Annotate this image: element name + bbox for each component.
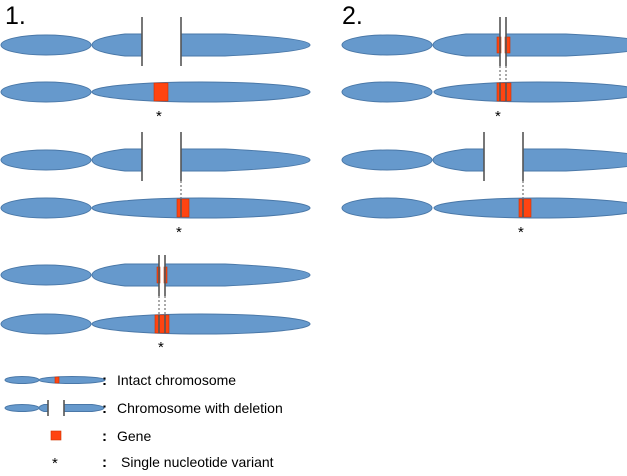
chromosome-long-arm <box>91 197 311 219</box>
legend-colon: : <box>102 400 107 417</box>
panel-2-label: 2. <box>342 2 363 30</box>
panel-2-scenario-b: * <box>341 132 627 241</box>
icon-gene <box>54 376 60 384</box>
panel-1-scenario-a: * <box>0 17 311 125</box>
chromosome-long-arm <box>433 81 627 103</box>
chromosome-with-deletion <box>0 255 311 316</box>
chromosome-fragment-right <box>164 263 311 287</box>
snv-marker: * <box>518 224 524 241</box>
chromosome-with-deletion <box>0 17 311 66</box>
chromosome-with-deletion <box>0 132 311 200</box>
chromosome-fragment-left <box>432 148 485 172</box>
intact-chromosome <box>0 313 311 335</box>
chromosome-short-arm <box>341 34 433 56</box>
intact-chromosome <box>0 197 311 219</box>
chromosome-fragment-right <box>505 33 627 57</box>
chromosome-with-deletion-icon <box>4 400 105 416</box>
legend-text-intact: Intact chromosome <box>117 372 236 388</box>
gene-block <box>154 314 170 334</box>
gene-block <box>518 198 532 218</box>
panel-1-scenario-b: * <box>0 132 311 241</box>
chromosome-short-arm <box>0 197 92 219</box>
chromosome-short-arm <box>341 149 433 171</box>
legend-colon: : <box>102 454 107 471</box>
gene-icon <box>50 430 62 441</box>
intact-chromosome <box>0 81 311 103</box>
gene-fragment <box>496 36 502 54</box>
panel-2-scenario-a: * <box>341 17 627 125</box>
chromosome-fragment-left <box>91 33 143 57</box>
chromosome-short-arm <box>0 149 92 171</box>
chromosome-long-arm <box>91 313 311 335</box>
chromosome-with-deletion <box>341 132 627 200</box>
chromosome-fragment-left <box>432 33 501 57</box>
chromosome-fragment-left <box>91 148 143 172</box>
chromosome-fragment-left <box>91 263 160 287</box>
chromosome-fragment-right <box>522 148 627 172</box>
legend-colon: : <box>102 428 107 445</box>
intact-chromosome <box>341 81 627 103</box>
gene-fragment <box>504 36 511 54</box>
icon-fragment-right <box>63 404 105 412</box>
panel-1-scenario-c: * <box>0 255 311 356</box>
chromosome-with-deletion <box>341 17 627 84</box>
chromosome-short-arm <box>0 81 92 103</box>
intact-chromosome-icon <box>4 376 106 384</box>
legend-text-gene: Gene <box>117 428 151 444</box>
chromosome-fragment-right <box>180 33 311 57</box>
chromosome-short-arm <box>341 197 433 219</box>
snv-asterisk: * <box>52 455 58 472</box>
snv-marker: * <box>156 108 162 125</box>
snv-marker: * <box>158 339 164 356</box>
legend-text-deletion: Chromosome with deletion <box>117 400 283 416</box>
legend-colon: : <box>102 372 107 389</box>
chromosome-short-arm <box>341 81 433 103</box>
chromosome-short-arm <box>0 313 92 335</box>
chromosome-fragment-right <box>180 148 311 172</box>
icon-short-arm <box>4 404 40 412</box>
snv-marker: * <box>176 224 182 241</box>
gene-block <box>176 198 190 218</box>
icon-long-arm <box>38 376 106 384</box>
icon-fragment-left <box>38 404 49 412</box>
gene-block <box>496 82 512 102</box>
intact-chromosome <box>341 197 627 219</box>
chromosome-long-arm <box>91 81 311 103</box>
legend: : Intact chromosome : Chromosome with de… <box>4 372 283 472</box>
chromosome-short-arm <box>0 264 92 286</box>
icon-short-arm <box>4 376 40 384</box>
panel-1-label: 1. <box>5 2 26 30</box>
gene-block <box>153 82 169 102</box>
legend-text-snv: Single nucleotide variant <box>121 454 274 470</box>
chromosome-short-arm <box>0 34 92 56</box>
snv-marker: * <box>495 108 501 125</box>
